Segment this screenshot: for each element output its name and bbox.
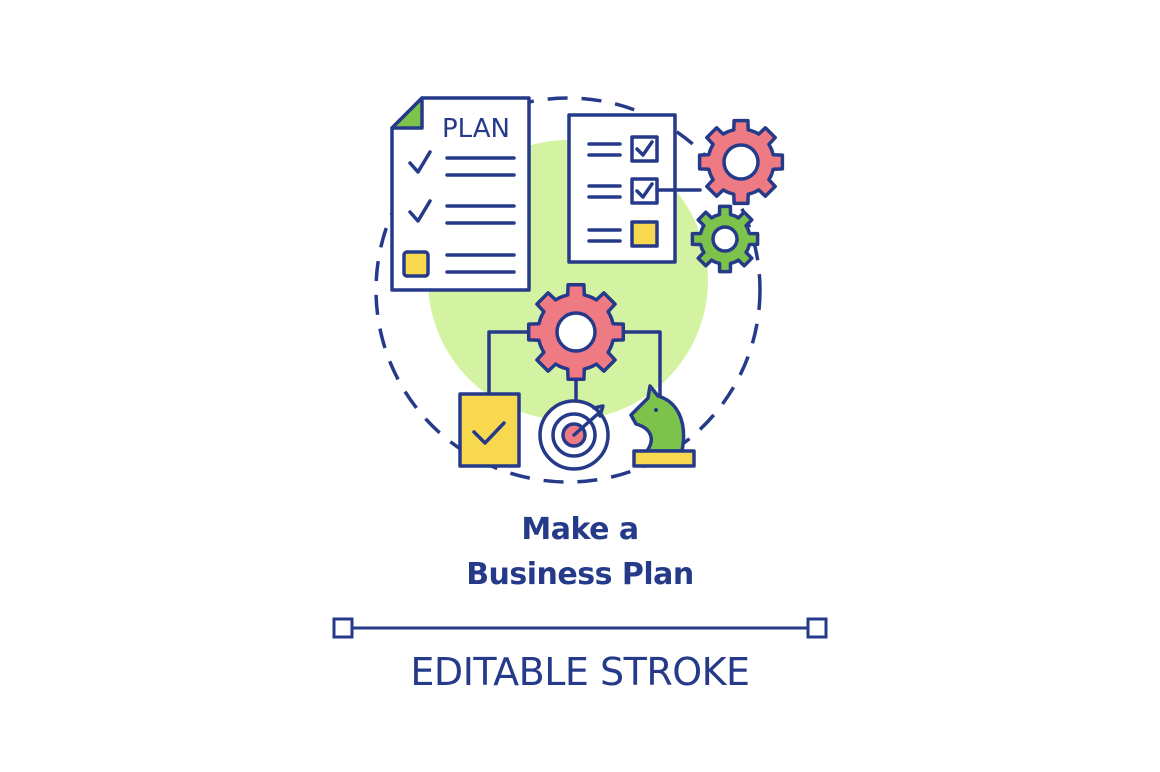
checklist-icon (567, 113, 702, 264)
plan-doc-label: PLAN (442, 114, 510, 144)
gear-pink-hole (722, 143, 760, 181)
plan-document-icon: PLAN (390, 96, 531, 292)
stroke-handle-right (806, 617, 828, 639)
gear-green-hole (711, 225, 739, 253)
approved-document-icon (458, 392, 521, 468)
dashed-ring (374, 96, 762, 484)
pink-gear-icon (697, 118, 785, 206)
title-line-1: Make a (521, 512, 639, 547)
editable-stroke-label: EDITABLE STROKE (410, 650, 750, 694)
chess-knight-icon (629, 384, 696, 468)
stroke-handle-left (332, 617, 354, 639)
target-arrow-icon (538, 399, 610, 471)
central-gear-icon (526, 282, 626, 382)
green-gear-icon (690, 204, 760, 274)
title-line-2: Business Plan (466, 557, 694, 592)
gear-center-hole (555, 311, 597, 353)
